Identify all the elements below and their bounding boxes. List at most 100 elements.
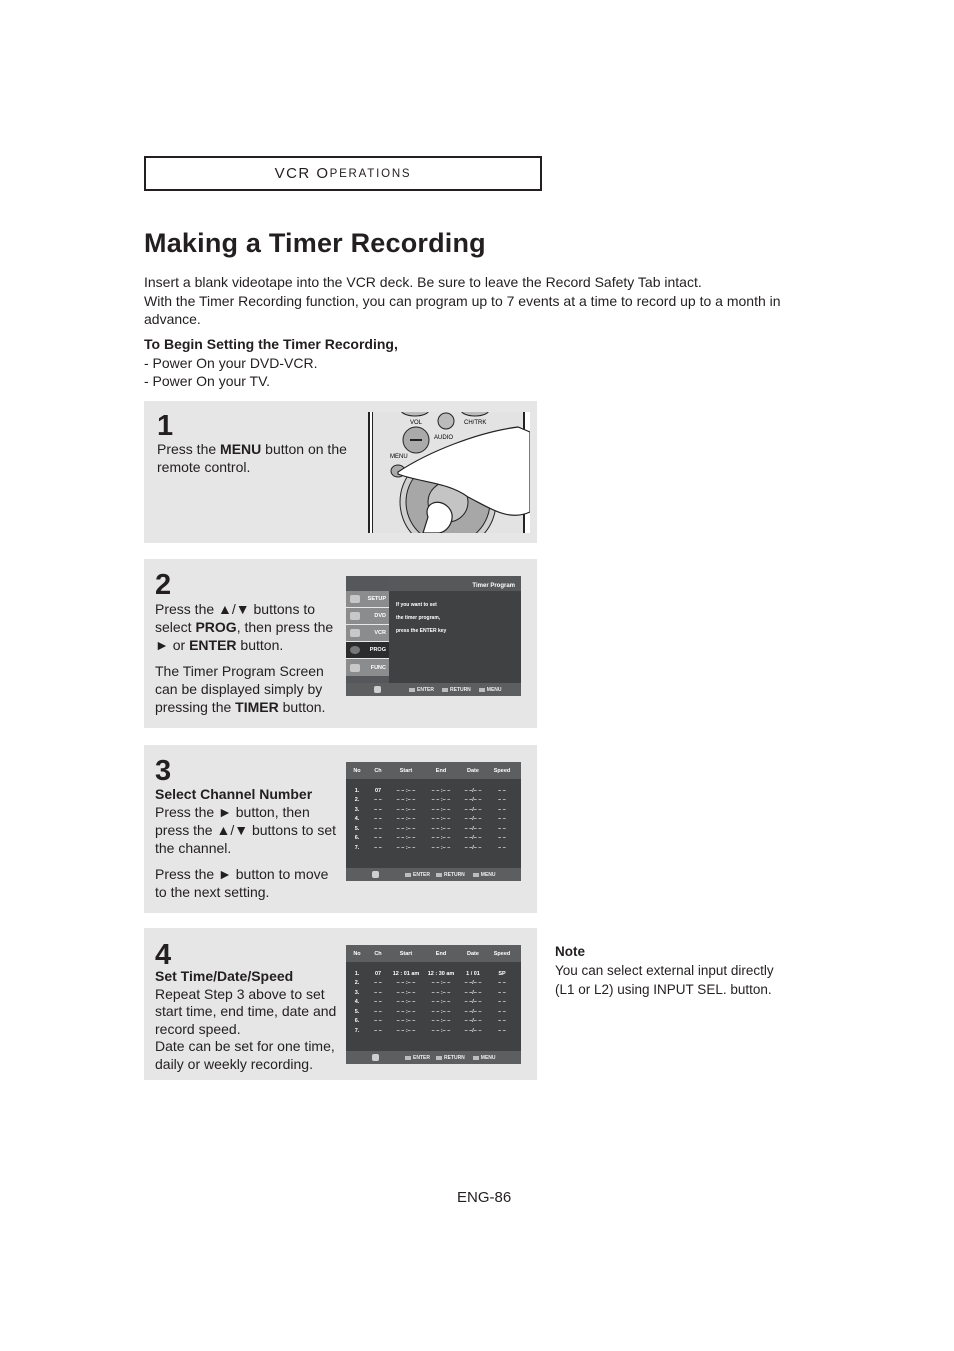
footer-label: RETURN (449, 686, 471, 693)
note-box: Note You can select external input direc… (555, 942, 795, 999)
table-row[interactable]: 5.– –– – :– –– – :– –– –/– –– – (346, 824, 521, 834)
cell: – –/– – (464, 797, 482, 804)
cell: – – :– – (396, 980, 416, 987)
osd-message-line: press the ENTER key (396, 628, 447, 634)
cell: – –/– – (464, 835, 482, 842)
function-icon (350, 663, 360, 672)
footer-menu: MENU (472, 1055, 496, 1061)
navigation-pad-icon (372, 871, 379, 878)
osd-footer: ENTER RETURN MENU (346, 868, 521, 881)
section-label-rest: PERATIONS (329, 167, 412, 180)
cell: – – (498, 806, 506, 813)
menu-icon (478, 687, 485, 692)
footer-return: RETURN (435, 1055, 465, 1061)
cell: – –/– – (464, 989, 482, 996)
table-row[interactable]: 7.– –– – :– –– – :– –– –/– –– – (346, 1026, 521, 1036)
cell: – – (374, 825, 382, 832)
column-header: Start (399, 950, 413, 957)
cell: – – :– – (431, 797, 451, 804)
table-row[interactable]: 4.– –– – :– –– – :– –– –/– –– – (346, 998, 521, 1008)
enter-icon (405, 1055, 411, 1060)
cell: – – :– – (431, 835, 451, 842)
footer-enter: ENTER (409, 687, 434, 693)
footer-return: RETURN (435, 872, 465, 878)
cell: 1. (354, 787, 360, 794)
cell: – – (374, 1018, 382, 1025)
cell: – – :– – (396, 806, 416, 813)
cell: – – (374, 1027, 382, 1034)
cell: – – (498, 989, 506, 996)
timer-program-osd: SETUP DVD VCR PROG FUNC Timer Program If… (346, 576, 521, 696)
cell: – – :– – (431, 1008, 451, 1015)
cell: – – (498, 816, 506, 823)
menu-label: VCR (374, 630, 386, 636)
enter-icon (409, 687, 415, 692)
menu-label: DVD (374, 613, 386, 619)
cell: 12 : 01 am (392, 970, 420, 977)
footer-menu: MENU (472, 872, 496, 878)
begin-item: - Power On your TV. (144, 373, 271, 389)
cell: 07 (374, 970, 382, 977)
step-4-para-1: Repeat Step 3 above to set start time, e… (155, 985, 337, 1037)
step-number: 2 (155, 569, 172, 601)
cell: – –/– – (464, 844, 482, 851)
table-row[interactable]: 6.– –– – :– –– – :– –– –/– –– – (346, 1017, 521, 1027)
cell: – –/– – (464, 1018, 482, 1025)
table-row[interactable]: 3.– –– – :– –– – :– –– –/– –– – (346, 805, 521, 815)
cell: – – :– – (396, 1027, 416, 1034)
step-2-para-1: Press the ▲/▼ buttons to select PROG, th… (155, 600, 337, 654)
table-row[interactable]: 2.– –– – :– –– – :– –– –/– –– – (346, 796, 521, 806)
navigation-pad-icon (374, 686, 381, 693)
osd-menu-func[interactable]: FUNC (346, 659, 389, 676)
svg-text:CH/TRK: CH/TRK (464, 420, 486, 426)
footer-menu: MENU (478, 687, 502, 693)
cell: – – (374, 835, 382, 842)
cell: 1. (354, 970, 360, 977)
cell: – – (498, 999, 506, 1006)
osd-menu-vcr[interactable]: VCR (346, 625, 389, 642)
return-icon (435, 872, 442, 877)
osd-message-line: the timer program, (396, 615, 441, 621)
table-row[interactable]: 2.– –– – :– –– – :– –– –/– –– – (346, 979, 521, 989)
menu-label: SETUP (367, 596, 386, 602)
tape-icon (350, 629, 360, 637)
osd-menu-prog[interactable]: PROG (346, 642, 389, 659)
intro-text: Insert a blank videotape into the VCR de… (144, 273, 794, 329)
spacer (346, 779, 521, 786)
begin-item: - Power On your DVD-VCR. (144, 354, 318, 371)
table-row[interactable]: 3.– –– – :– –– – :– –– –/– –– – (346, 988, 521, 998)
column-header: Speed (493, 767, 511, 774)
osd-menu-setup[interactable]: SETUP (346, 591, 389, 608)
table-row[interactable]: 4.– –– – :– –– – :– –– –/– –– – (346, 815, 521, 825)
table-row[interactable]: 1.07– – :– –– – :– –– –/– –– – (346, 786, 521, 796)
step-4-heading: Set Time/Date/Speed (155, 968, 294, 984)
text-run: Press the (157, 441, 221, 457)
text-run: , then press the ► or (155, 619, 334, 653)
cell: – – :– – (431, 1018, 451, 1025)
table-row[interactable]: 6.– –– – :– –– – :– –– –/– –– – (346, 834, 521, 844)
osd-footer: ENTER RETURN MENU (346, 1051, 521, 1064)
cell: 5. (354, 825, 360, 832)
column-header: End (435, 950, 447, 957)
intro-line-2: With the Timer Recording function, you c… (144, 292, 781, 328)
step-1-panel: 1 Press the MENU button on the remote co… (144, 401, 537, 543)
svg-text:AUDIO: AUDIO (434, 435, 453, 441)
cell: – – :– – (396, 787, 416, 794)
osd-menu-dvd[interactable]: DVD (346, 608, 389, 625)
cell: 6. (354, 835, 360, 842)
osd-menu-spacer (346, 576, 389, 591)
cell: 12 : 30 am (427, 970, 455, 977)
cell: – – :– – (396, 844, 416, 851)
page-title: Making a Timer Recording (144, 228, 486, 258)
cell: 7. (354, 844, 360, 851)
svg-text:VOL: VOL (410, 420, 423, 426)
page-number: ENG-86 (457, 1189, 512, 1206)
column-header: End (435, 767, 447, 774)
menu-label: FUNC (370, 664, 386, 671)
table-row[interactable]: 7.– –– – :– –– – :– –– –/– –– – (346, 843, 521, 853)
table-row[interactable]: 5.– –– – :– –– – :– –– –/– –– – (346, 1007, 521, 1017)
osd-table-header: No Ch Start End Date Speed (346, 762, 521, 779)
